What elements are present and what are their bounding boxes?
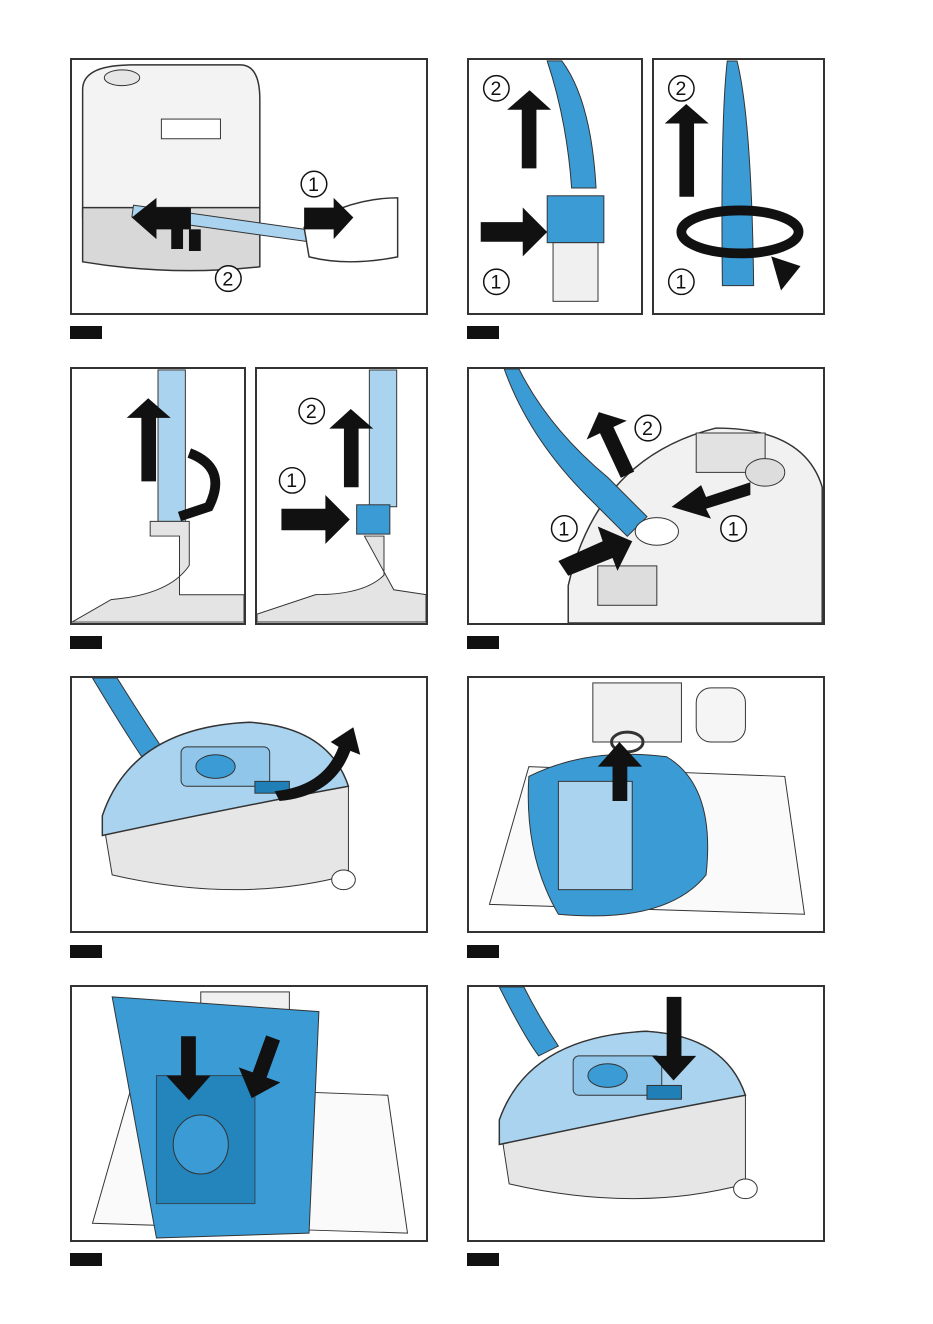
illustration-insert-bag: [72, 987, 426, 1240]
arrow-up-icon: [507, 90, 551, 168]
illustration-remove-bag: [469, 678, 823, 931]
illustration-open-lid: [72, 678, 426, 931]
arrow-up-icon: [329, 409, 373, 487]
panel-remove-hose-from-vacuum: 2 1 1: [467, 367, 825, 625]
step-marker-1: 1: [286, 470, 297, 492]
illustration-tube-pull: 2 1: [469, 60, 641, 313]
figure-label: [467, 1253, 499, 1266]
arrow-right-icon: [281, 495, 349, 544]
panel-insert-bag: [70, 985, 428, 1242]
figure-label: [70, 326, 102, 339]
step-marker-2: 2: [491, 78, 502, 100]
step-marker-2: 2: [222, 268, 233, 290]
step-marker-2: 2: [306, 401, 317, 423]
illustration-hose-pull: 2 1: [257, 369, 426, 623]
illustration-tube-twist: 2 1: [654, 60, 823, 313]
figure-label: [70, 1253, 102, 1266]
arrow-up-icon: [665, 104, 709, 197]
step-marker-1: 1: [308, 174, 319, 196]
step-marker-2: 2: [675, 78, 686, 100]
panel-remove-tube-accessory: 1 2: [70, 58, 428, 315]
step-marker-2: 2: [642, 418, 653, 440]
panel-detach-hose-floorhead: 2 1: [255, 367, 428, 625]
arrow-right-icon: [481, 208, 547, 257]
panel-open-lid: [70, 676, 428, 933]
illustration-hose-twist: [72, 369, 244, 623]
step-marker-1: 1: [675, 272, 686, 294]
step-marker-1: 1: [558, 518, 569, 540]
panel-twist-hose-floorhead: [70, 367, 246, 625]
figure-label: [70, 945, 102, 958]
figure-label: [467, 945, 499, 958]
panel-close-lid: [467, 985, 825, 1242]
step-marker-1: 1: [491, 272, 502, 294]
figure-label: [70, 636, 102, 649]
step-marker-1: 1: [728, 518, 739, 540]
illustration-close-lid: [469, 987, 823, 1240]
panel-twist-tube: 2 1: [652, 58, 825, 315]
figure-label: [467, 636, 499, 649]
illustration-vacuum-accessory: 1 2: [72, 60, 426, 313]
illustration-hose-vacuum: 2 1 1: [469, 369, 823, 623]
figure-label: [467, 326, 499, 339]
panel-remove-bag: [467, 676, 825, 933]
panel-detach-tube: 2 1: [467, 58, 643, 315]
